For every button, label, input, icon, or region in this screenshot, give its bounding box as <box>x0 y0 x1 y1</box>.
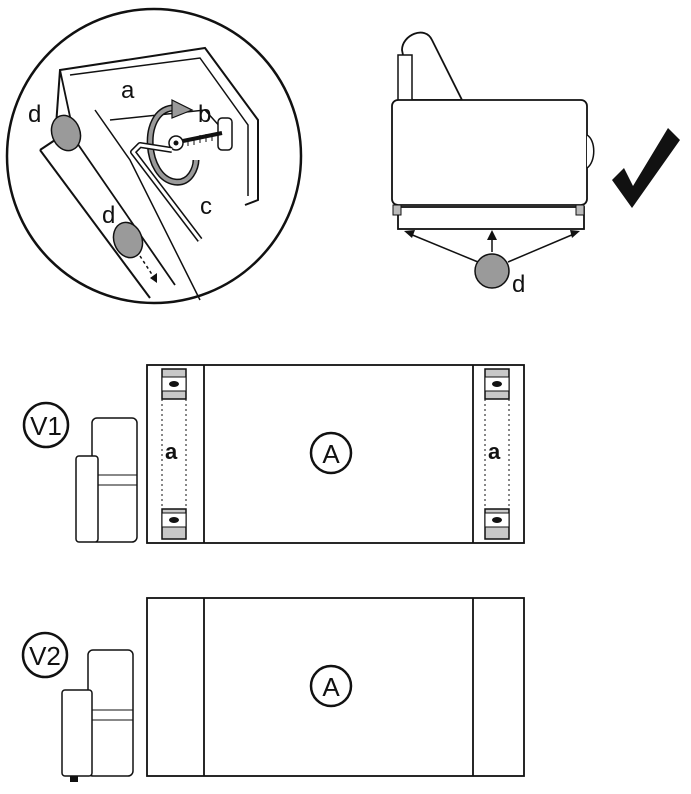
label-a: a <box>121 77 135 104</box>
detail-view: a b c d d <box>5 7 303 305</box>
side-view: d <box>391 31 680 298</box>
zone-a-badge-2 <box>309 664 353 708</box>
backrest-side <box>397 54 413 102</box>
zone-a-label: A <box>322 439 340 469</box>
variant-2: V2 A <box>21 597 525 782</box>
glide-pad-upper <box>50 114 82 152</box>
glide-pad <box>474 253 510 289</box>
variant-2-badge-text: V2 <box>29 641 61 671</box>
label-c: c <box>200 193 212 220</box>
label-d-upper: d <box>28 101 41 128</box>
label-d-lower: d <box>102 202 115 229</box>
seat-body <box>391 99 588 206</box>
bolt-icon <box>168 131 223 151</box>
zone-a-badge <box>309 431 353 475</box>
frame-outer <box>54 46 259 206</box>
frame-leg-outer <box>39 149 151 299</box>
allen-key-icon <box>130 142 203 242</box>
variant-1: V1 a <box>22 364 525 544</box>
variant-1-badge <box>22 401 70 449</box>
label-b: b <box>198 101 211 128</box>
variant-1-badge-text: V1 <box>30 411 62 441</box>
seat-base <box>397 206 585 230</box>
label-d: d <box>512 271 525 298</box>
rotate-arrow-icon <box>146 99 200 186</box>
dashed-arrow-icon <box>139 255 157 283</box>
chair-icon <box>75 417 138 543</box>
left-rail-label: a <box>165 439 178 464</box>
arrows-icon <box>404 230 580 263</box>
right-rail-label: a <box>488 439 501 464</box>
check-mark-icon <box>612 128 680 208</box>
left-rail <box>161 368 187 540</box>
seat-knob <box>586 134 595 169</box>
right-rail <box>484 368 510 540</box>
glide-pad-lower <box>112 221 144 259</box>
zone-a-label-2: A <box>322 672 340 702</box>
chair-icon <box>61 649 134 782</box>
variant-2-badge <box>21 631 69 679</box>
frame-inner <box>69 57 249 196</box>
backrest <box>401 31 464 101</box>
